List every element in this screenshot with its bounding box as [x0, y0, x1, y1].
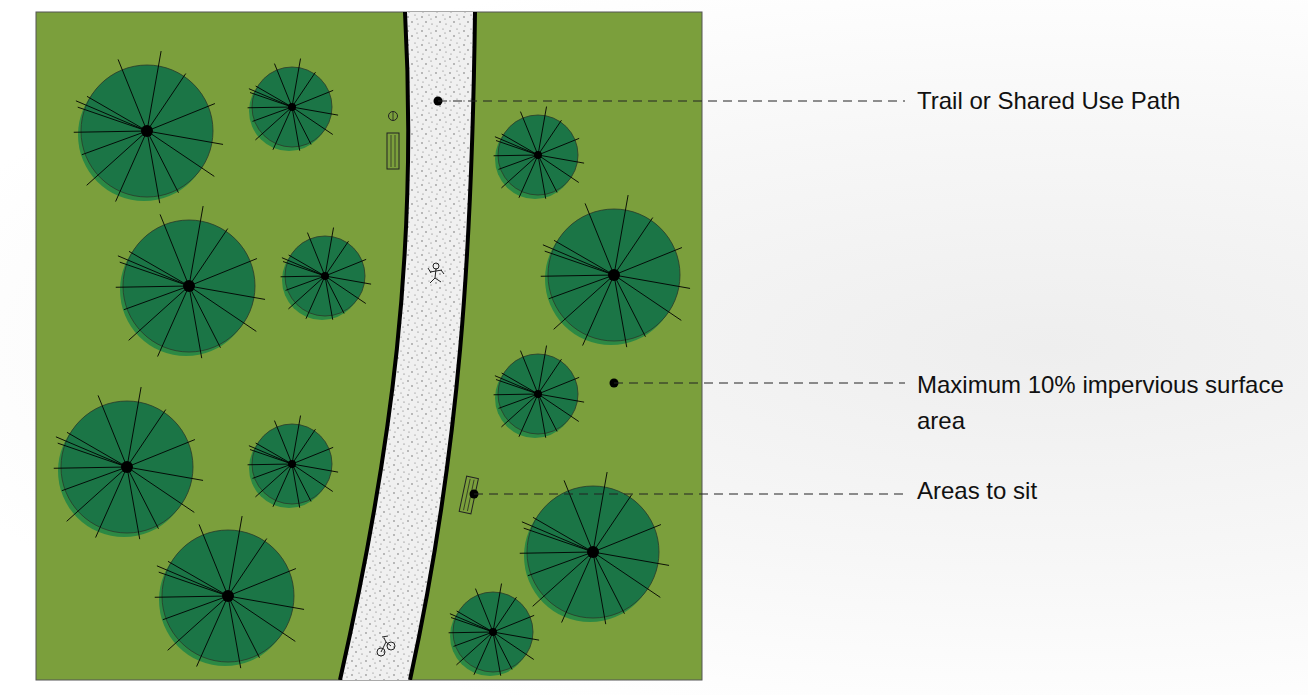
callout-label: Maximum 10% impervious surface area — [917, 367, 1287, 439]
pedestrian — [428, 263, 444, 283]
leader-lines — [434, 97, 906, 499]
callout-label: Areas to sit — [917, 473, 1297, 509]
tree — [494, 107, 584, 199]
tree — [74, 51, 223, 203]
lawn — [36, 12, 702, 680]
trail-edge — [340, 12, 408, 680]
bench — [459, 476, 478, 514]
tree — [116, 206, 265, 358]
tree — [494, 346, 584, 438]
tree — [520, 472, 669, 624]
tree — [155, 516, 304, 668]
trail — [340, 12, 475, 680]
tree — [54, 387, 203, 539]
tree — [248, 59, 338, 151]
cyclist — [377, 636, 395, 656]
tree — [541, 195, 690, 347]
bench — [387, 133, 399, 169]
trees — [54, 51, 690, 676]
trail-edge — [410, 12, 475, 680]
callout-label: Trail or Shared Use Path — [917, 83, 1297, 119]
trash-can — [389, 112, 398, 121]
tree — [248, 416, 338, 508]
tree — [281, 228, 371, 320]
trash-can — [393, 112, 394, 120]
tree — [449, 584, 539, 676]
